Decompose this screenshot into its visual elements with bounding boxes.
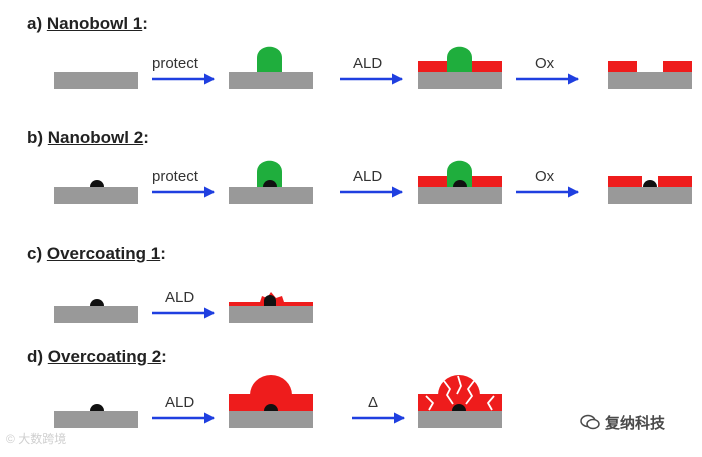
section-label-b: b) Nanobowl 2: [27, 128, 149, 147]
crack-d3-1 [443, 380, 454, 405]
substrate-b3 [418, 187, 502, 204]
ald-film-b4-left [608, 176, 642, 187]
substrate-c1 [54, 306, 138, 323]
section-letter: d) [27, 347, 44, 366]
arrow-label-a-ald: ALD [353, 55, 383, 72]
polymer-dome-a3 [447, 46, 472, 72]
watermark-left: © 大数跨境 [6, 430, 66, 447]
particle-b1 [90, 180, 104, 187]
watermark-right: 复纳科技 [580, 410, 665, 434]
row-d-overcoating-2 [54, 375, 502, 428]
polymer-dome-a2 [257, 46, 282, 72]
ald-film-b3-right [472, 176, 502, 187]
crack-d3-3 [465, 380, 475, 405]
crack-d3-5 [487, 395, 495, 411]
wechat-icon [580, 414, 600, 430]
row-c-overcoating-1 [54, 292, 313, 323]
substrate-c2 [229, 306, 313, 323]
particle-d3 [452, 404, 466, 411]
arrow-label-b-ox: Ox [535, 168, 555, 185]
substrate-d2 [229, 411, 313, 428]
section-label-d: d) Overcoating 2: [27, 347, 167, 366]
polymer-dome-b3 [447, 160, 472, 187]
arrow-label-d-ald: ALD [165, 394, 195, 411]
particle-c2 [264, 295, 276, 306]
particle-c1 [90, 299, 104, 306]
particle-d2 [264, 404, 278, 411]
copyright-icon: © [6, 432, 15, 446]
section-letter: a) [27, 14, 43, 33]
section-title: Nanobowl 1 [46, 14, 143, 33]
particle-d1 [90, 404, 104, 411]
section-title: Overcoating 1 [46, 244, 161, 263]
substrate-b4 [608, 187, 692, 204]
substrate-d3 [418, 411, 502, 428]
substrate-a1 [54, 72, 138, 89]
arrow-label-a-protect: protect [152, 55, 198, 72]
ald-dome-d2 [250, 375, 292, 395]
watermark-right-text: 复纳科技 [605, 414, 666, 432]
arrow-label-a-ox: Ox [535, 55, 555, 72]
ald-film-d3 [418, 394, 502, 411]
section-title: Overcoating 2 [47, 347, 162, 366]
particle-b3 [453, 180, 467, 187]
watermark-left-text: 大数跨境 [18, 432, 67, 446]
arrow-label-d-anneal: Δ [368, 394, 379, 411]
ald-film-b3-left [418, 176, 448, 187]
section-label-a: a) Nanobowl 1: [27, 14, 148, 33]
polymer-dome-b2 [257, 160, 282, 187]
particle-b2 [263, 180, 277, 187]
substrate-b2 [229, 187, 313, 204]
ald-film-d2 [229, 394, 313, 411]
crack-d3-2 [456, 375, 462, 395]
row-a-nanobowl-1 [54, 46, 692, 89]
ald-film-a4-left [608, 61, 637, 72]
ald-film-a3-right [472, 61, 502, 72]
section-title: Nanobowl 2 [47, 128, 144, 147]
substrate-a2 [229, 72, 313, 89]
ald-film-a4-right [663, 61, 692, 72]
substrate-a4 [608, 72, 692, 89]
arrow-label-b-ald: ALD [353, 168, 383, 185]
section-label-c: c) Overcoating 1: [27, 244, 166, 263]
arrow-label-c-ald: ALD [165, 289, 195, 306]
crack-d3-4 [425, 395, 434, 411]
section-letter: b) [27, 128, 44, 147]
section-letter: c) [27, 244, 43, 263]
substrate-a3 [418, 72, 502, 89]
row-b-nanobowl-2 [54, 160, 692, 204]
substrate-d1 [54, 411, 138, 428]
particle-b4 [643, 180, 657, 187]
substrate-b1 [54, 187, 138, 204]
arrow-label-b-protect: protect [152, 168, 198, 185]
ald-film-b4-right [658, 176, 692, 187]
ald-film-a3-left [418, 61, 448, 72]
